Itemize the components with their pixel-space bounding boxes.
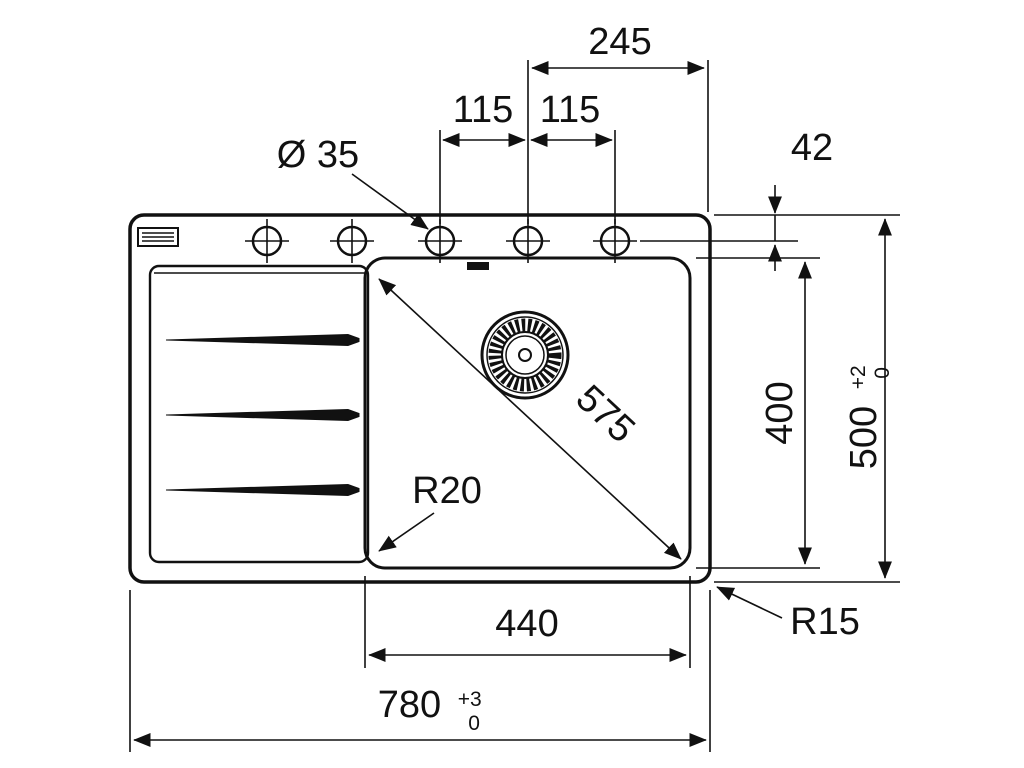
overflow-notch [467,262,489,270]
dim-label-overall-width-group: 780 +3 0 [378,673,492,735]
tap-hole [506,219,550,263]
drainboard-outline [148,264,370,564]
brand-logo [137,227,179,247]
drain-strainer [480,310,570,400]
dim-tap-hole-pitch: 115 115 [439,89,616,224]
drainboard-grooves [165,333,360,497]
dim-label-overall-width: 780 [378,684,441,726]
tap-hole [593,219,637,263]
dim-tap-hole-span: 245 [527,21,709,224]
dim-label-tap-hole-span: 245 [588,21,651,63]
strainer-hatch [488,318,562,392]
dim-label-tap-hole-pitch-right: 115 [540,89,601,131]
dim-label-overall-depth-group: 500 +2 0 [832,355,894,469]
dim-overall-width: 780 +3 0 [129,590,711,752]
dim-label-overall-width-tol-lower: 0 [468,712,480,735]
drainboard-groove [165,483,360,497]
dim-bowl-depth: 400 [696,257,820,569]
drainboard-groove [165,408,360,422]
dim-label-edge-to-tap-holes: 42 [791,127,833,169]
dim-edge-to-tap-holes: 42 [640,127,833,271]
dim-overall-depth: 500 +2 0 [714,214,900,583]
dim-label-bowl-diagonal: 575 [568,377,643,451]
dim-tap-hole-diameter: Ø 35 [277,134,429,230]
drainboard-groove [165,333,360,347]
dim-label-overall-depth-tol-upper: +2 [847,365,870,389]
dim-bowl-width: 440 [364,576,691,668]
sink-body [128,213,712,584]
dim-label-bowl-depth: 400 [759,381,801,444]
tap-holes [245,219,637,263]
dim-label-tap-hole-pitch-left: 115 [453,89,514,131]
dim-outer-corner-radius: R15 [716,586,860,643]
dim-label-overall-depth: 500 [843,406,885,469]
tap-hole [245,219,289,263]
dim-label-overall-depth-tol-lower: 0 [871,367,894,379]
dim-label-bowl-corner-radius: R20 [412,470,482,512]
dim-label-bowl-width: 440 [495,603,558,645]
dim-bowl-corner-radius: R20 [378,470,482,552]
dim-label-outer-corner-radius: R15 [790,601,860,643]
tap-hole [418,219,462,263]
tap-hole [330,219,374,263]
dim-label-overall-width-tol-upper: +3 [458,688,482,711]
sink-outer-outline [128,213,712,584]
dim-label-tap-hole-diameter: Ø 35 [277,134,359,176]
